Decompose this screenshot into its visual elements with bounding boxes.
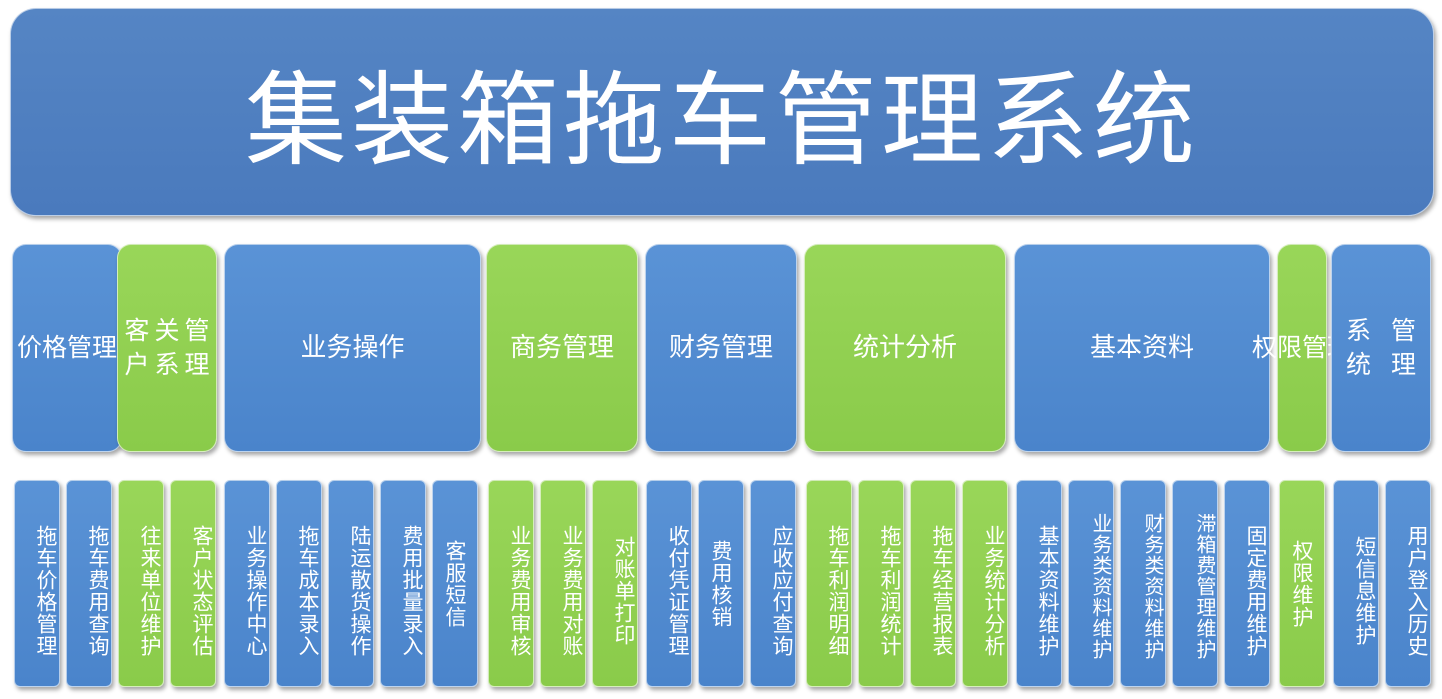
category-price: 价格管理 [12,244,122,452]
category-label-line: 系统 [1345,316,1371,379]
function-item: 业务统计分析 [962,480,1008,687]
function-item: 固定费用维护 [1224,480,1270,687]
category-label-line: 关系 [154,316,180,379]
category-basic: 基本资料 [1014,244,1270,452]
category-label: 商务管理 [509,333,614,363]
category-label-line: 客户 [124,316,150,379]
category-business: 商务管理 [486,244,638,452]
function-item: 拖车价格管理 [14,480,60,687]
function-item: 短信息维护 [1333,480,1379,687]
category-finance: 财务管理 [645,244,797,452]
function-item: 客户状态评估 [170,480,216,687]
category-label: 统计分析 [852,333,957,363]
function-item: 拖车经营报表 [910,480,956,687]
function-item: 基本资料维护 [1016,480,1062,687]
function-item: 收付凭证管理 [646,480,692,687]
category-label-line: 管理 [184,316,210,379]
function-item: 拖车成本录入 [276,480,322,687]
category-label: 业务操作 [300,333,405,363]
category-stats: 统计分析 [804,244,1006,452]
function-item: 业务类资料维护 [1068,480,1114,687]
function-item: 业务费用对账 [540,480,586,687]
function-item: 业务操作中心 [224,480,270,687]
function-item: 拖车利润统计 [858,480,904,687]
function-item: 权限维护 [1279,480,1325,687]
function-item: 财务类资料维护 [1120,480,1166,687]
function-item: 客服短信 [432,480,478,687]
function-item: 对账单打印 [592,480,638,687]
function-item: 用户登入历史 [1385,480,1431,687]
category-system: 系统管理 [1331,244,1431,452]
category-label-line: 价格 [17,333,68,362]
system-title: 集装箱拖车管理系统 [10,8,1434,216]
function-item: 业务费用审核 [488,480,534,687]
category-label-line: 管理 [1390,316,1416,379]
category-operation: 业务操作 [224,244,481,452]
category-permission: 权限管理 [1252,244,1352,452]
function-item: 拖车利润明细 [806,480,852,687]
category-customer: 客户关系管理 [117,244,217,452]
category-label-line: 权 [1251,333,1277,362]
function-item: 陆运散货操作 [328,480,374,687]
category-label-line: 限 [1276,333,1302,362]
function-item: 往来单位维护 [118,480,164,687]
function-item: 应收应付查询 [750,480,796,687]
function-item: 拖车费用查询 [66,480,112,687]
category-label: 基本资料 [1089,333,1194,363]
function-item: 费用核销 [698,480,744,687]
category-label: 财务管理 [668,333,773,363]
category-label-line: 管 [1302,333,1328,362]
function-item: 滞箱费管理维护 [1172,480,1218,687]
category-label-line: 管理 [67,333,118,362]
function-item: 费用批量录入 [380,480,426,687]
